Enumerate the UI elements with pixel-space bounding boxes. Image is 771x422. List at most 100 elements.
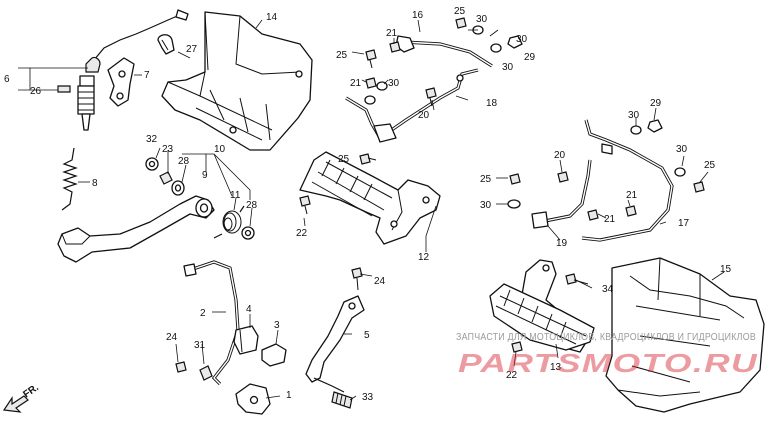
part-28b-collar (241, 226, 255, 240)
bolt-25-right (693, 181, 705, 193)
callout-29b: 29 (650, 98, 662, 109)
bolt-24-upper (351, 267, 363, 291)
callout-11: 11 (230, 190, 241, 201)
callout-24b: 24 (166, 332, 178, 343)
callout-16: 16 (412, 10, 424, 21)
callout-28a: 28 (178, 156, 190, 167)
callout-30e: 30 (628, 110, 640, 121)
washer-30-right-top (630, 125, 642, 135)
part-5-shift-arm (305, 295, 365, 393)
bolt-21-upper (389, 41, 401, 53)
watermark-caption: ЗАПЧАСТИ ДЛЯ МОТОЦИКЛОВ, КВАДРОЦИКЛОВ И … (456, 332, 756, 343)
callout-25a: 25 (336, 50, 348, 61)
callout-17: 17 (678, 218, 690, 229)
callout-31: 31 (194, 340, 206, 351)
callout-4: 4 (246, 304, 252, 315)
watermark: ЗАПЧАСТИ ДЛЯ МОТОЦИКЛОВ, КВАДРОЦИКЛОВ И … (456, 332, 758, 378)
callout-13: 13 (550, 362, 562, 373)
callout-25b: 25 (454, 6, 466, 17)
callout-10: 10 (214, 144, 226, 155)
callout-30a: 30 (476, 14, 488, 25)
callout-26: 26 (30, 86, 42, 97)
part-7-switch-bracket (107, 57, 135, 107)
bolt-22-left (299, 195, 311, 215)
callout-29a: 29 (524, 52, 536, 63)
part-32-washer (145, 157, 159, 171)
callout-30d: 30 (388, 78, 400, 89)
callout-22a: 22 (296, 228, 308, 239)
part-15-lower-guard (605, 257, 765, 413)
washer-30-upper-center (376, 81, 388, 91)
callout-27: 27 (186, 44, 198, 55)
part-27-cable-clip (157, 34, 175, 55)
part-1-joint (235, 383, 271, 415)
part-33-rubber-boot (331, 391, 353, 409)
callout-30f: 30 (676, 144, 688, 155)
callout-8: 8 (92, 178, 98, 189)
part-17-wire-bracket (531, 119, 674, 242)
callout-9: 9 (202, 170, 208, 181)
washer-30-top-mid (490, 43, 502, 53)
callout-28b: 28 (246, 200, 258, 211)
callout-21d: 21 (604, 214, 616, 225)
part-4-grommet (233, 325, 259, 355)
bolt-25-upper-left (365, 49, 377, 69)
callout-33: 33 (362, 392, 374, 403)
callout-1: 1 (286, 390, 292, 401)
washer-30-upper-mid (364, 95, 376, 105)
callout-25c: 25 (338, 154, 350, 165)
bolt-20-right (557, 171, 569, 183)
callout-30c: 30 (502, 62, 514, 73)
callout-21b: 21 (350, 78, 362, 89)
callout-32: 32 (146, 134, 158, 145)
callout-30-right: 30 (480, 200, 492, 211)
part-9-brake-pedal (57, 195, 215, 263)
callout-30b: 30 (516, 34, 528, 45)
part-11-return-spring (213, 205, 245, 239)
callout-3: 3 (274, 320, 280, 331)
bolt-34-lower (565, 273, 589, 285)
callout-12a: 12 (418, 252, 430, 263)
bolt-21-mid (365, 77, 377, 89)
callout-24a: 24 (374, 276, 386, 287)
callout-6: 6 (4, 74, 10, 85)
callout-22b: 22 (506, 370, 518, 381)
callout-15: 15 (720, 264, 732, 275)
callout-2: 2 (200, 308, 206, 319)
part-13-footrest (489, 283, 595, 351)
callout-18: 18 (486, 98, 498, 109)
washer-30-right-left (507, 199, 521, 209)
part-8-spring (61, 147, 78, 211)
bolt-25-center (359, 153, 377, 165)
part-14-fender (161, 11, 313, 151)
callout-7: 7 (144, 70, 150, 81)
callout-14: 14 (266, 12, 278, 23)
part-12a-footrest-bracket (299, 151, 441, 245)
callout-21c: 21 (626, 190, 638, 201)
leader-lines (18, 19, 725, 401)
part-23-bolt (159, 171, 173, 185)
callout-5: 5 (364, 330, 370, 341)
part-6-switch-assembly (57, 9, 189, 131)
bolt-21-right-b (625, 205, 637, 217)
bolt-25-top (455, 17, 467, 29)
callout-25-right: 25 (480, 174, 492, 185)
part-16-wire-bracket (345, 35, 493, 143)
bolt-21-right-a (587, 209, 599, 221)
callout-21a: 21 (386, 28, 398, 39)
bolt-25-right-left (509, 173, 521, 185)
callout-20b: 20 (554, 150, 566, 161)
callout-19: 19 (556, 238, 568, 249)
callout-34a: 34 (602, 284, 614, 295)
nut-29-top (507, 35, 523, 49)
bolt-20-upper (425, 87, 437, 107)
nut-29-right (647, 119, 663, 133)
watermark-logo: PARTSMOTO.RU (458, 348, 758, 378)
front-direction-arrow-icon (2, 395, 29, 413)
callout-25d: 25 (704, 160, 716, 171)
part-2-brake-rod (183, 260, 240, 386)
bolt-22-lower (511, 341, 523, 353)
part-28a-collar (171, 180, 185, 196)
bolt-24-lower-left (175, 361, 187, 373)
